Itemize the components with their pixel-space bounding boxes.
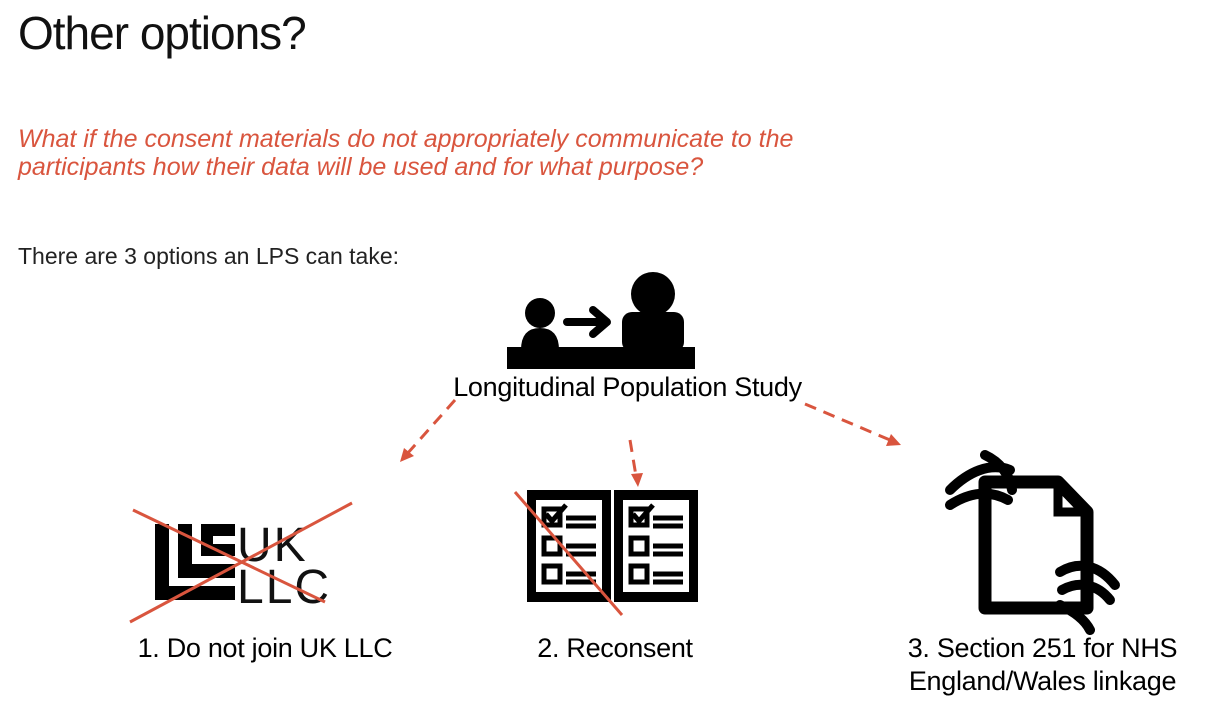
- option-1-label: 1. Do not join UK LLC: [137, 633, 393, 663]
- cross-out-option-1: [129, 501, 353, 624]
- arrow-to-option-3: [804, 402, 901, 446]
- option-2-label: 2. Reconsent: [537, 633, 693, 663]
- document-handover-icon: [945, 450, 1120, 635]
- intro-text: There are 3 options an LPS can take:: [18, 243, 400, 269]
- option-3-label: 3. Section 251 for NHS England/Wales lin…: [907, 633, 1178, 696]
- question-text: What if the consent materials do not app…: [18, 125, 794, 181]
- slide-title: Other options?: [18, 7, 307, 59]
- arrow-to-option-2: [628, 439, 643, 487]
- arrow-to-option-1: [400, 399, 457, 462]
- lps-label: Longitudinal Population Study: [453, 372, 802, 402]
- uk-llc-logo-llc-text: LLC: [237, 561, 332, 614]
- person-handover-icon: [507, 272, 695, 369]
- cross-out-option-2: [513, 491, 624, 616]
- consent-form-icon: [527, 490, 698, 602]
